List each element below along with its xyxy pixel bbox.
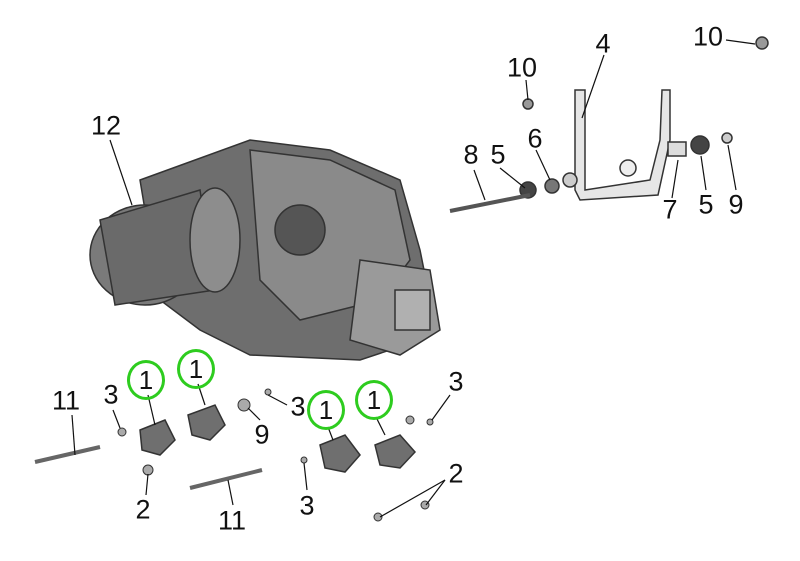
callout-5: 5 [698, 189, 714, 220]
rear-mount-bracket [519, 36, 769, 201]
highlighted-callout-1: 1 [127, 360, 165, 400]
callout-7: 7 [662, 194, 678, 225]
leader-lines [71, 39, 756, 518]
nuts-and-washers [117, 388, 434, 522]
callout-9: 9 [728, 189, 744, 220]
engine-assembly [89, 139, 441, 361]
callout-8: 8 [463, 139, 479, 170]
callout-12: 12 [90, 110, 122, 141]
highlighted-callout-1: 1 [355, 380, 393, 420]
bolt-8 [449, 193, 531, 213]
callout-5: 5 [490, 139, 506, 170]
bolts-11 [34, 445, 263, 490]
callout-6: 6 [527, 123, 543, 154]
highlighted-callout-1: 1 [177, 349, 215, 389]
highlighted-callout-1: 1 [307, 390, 345, 430]
callout-3: 3 [448, 366, 464, 397]
callout-11: 11 [217, 505, 247, 536]
callout-3: 3 [290, 391, 306, 422]
callout-3: 3 [103, 379, 119, 410]
callout-10: 10 [506, 52, 538, 83]
engine-mounts [139, 404, 417, 473]
callout-2: 2 [135, 494, 151, 525]
callout-4: 4 [595, 28, 611, 59]
callout-9: 9 [254, 419, 270, 450]
callout-2: 2 [448, 458, 464, 489]
callout-11: 11 [51, 385, 81, 416]
callout-10: 10 [692, 21, 724, 52]
callout-3: 3 [299, 490, 315, 521]
